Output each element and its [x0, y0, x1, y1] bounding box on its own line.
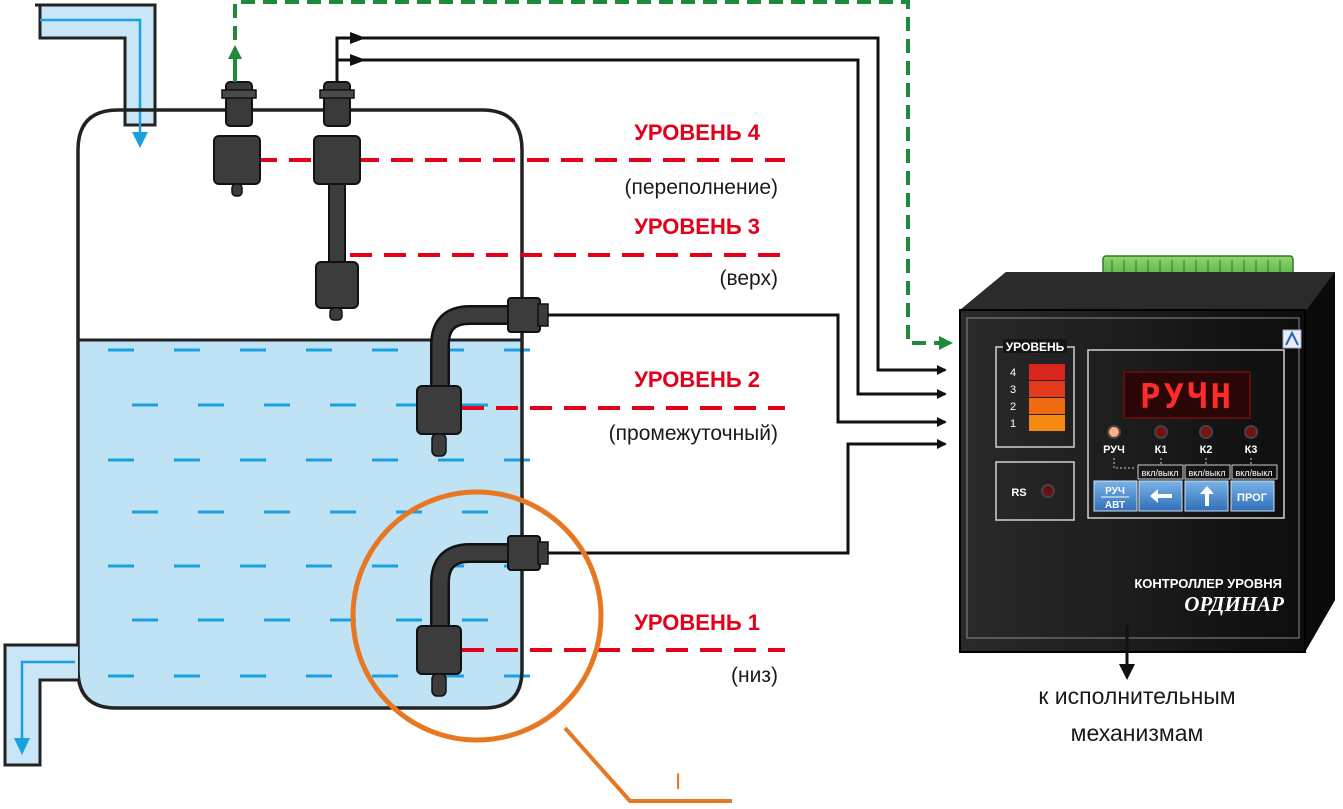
arrow-head: [350, 54, 366, 66]
detail-callout: I: [350, 489, 732, 803]
prog-button[interactable]: ПРОГ: [1230, 480, 1275, 512]
inlet-pipe: [35, 3, 157, 148]
device-name: КОНТРОЛЛЕР УРОВНЯ: [1134, 576, 1282, 591]
output-label-line1: к исполнительным: [1038, 683, 1235, 709]
up-arrow-button[interactable]: [1184, 480, 1229, 512]
level-3-title: УРОВЕНЬ 3: [634, 214, 760, 239]
water-waves: [108, 348, 530, 678]
switch-label: вкл/выкл: [1141, 468, 1178, 478]
indicator-label: К2: [1200, 444, 1213, 456]
sensor-level-3: [313, 81, 361, 321]
rs-led: [1041, 484, 1055, 498]
segment-display: [1123, 371, 1251, 419]
device-model: ОРДИНАР: [1184, 592, 1284, 616]
level-4-title: УРОВЕНЬ 4: [634, 120, 761, 145]
led-k1: [1154, 425, 1168, 439]
output-label-line2: механизмам: [1071, 720, 1204, 746]
level-2-title: УРОВЕНЬ 2: [634, 367, 760, 392]
manual-button-label: РУЧ: [1105, 486, 1125, 497]
left-arrow-icon: [1150, 489, 1172, 503]
level-led-1: [1029, 415, 1065, 431]
detail-mark: I: [675, 769, 681, 794]
green-signal-line: [228, 0, 953, 350]
level-panel-label: УРОВЕНЬ: [1006, 340, 1065, 354]
controller-device: УРОВЕНЬ 4 3 2 1 РУЧН РУЧ К1 К2 К3 вкл/вы…: [959, 255, 1335, 653]
level-number: 3: [1010, 384, 1016, 396]
indicator-label: РУЧ: [1103, 444, 1125, 456]
level-led-3: [1029, 381, 1065, 397]
rs-label: RS: [1011, 487, 1026, 499]
prog-button-label: ПРОГ: [1237, 492, 1268, 504]
sensor-level-2: [416, 297, 549, 457]
manual-auto-button[interactable]: РУЧ АВТ: [1093, 480, 1138, 512]
led-manual: [1107, 425, 1121, 439]
left-arrow-button[interactable]: [1138, 480, 1183, 512]
indicator-label: К1: [1155, 444, 1168, 456]
level-2-subtitle: (промежуточный): [609, 422, 778, 445]
level-1-subtitle: (низ): [731, 664, 778, 687]
switch-label: вкл/выкл: [1188, 468, 1225, 478]
rs-port-frame: [995, 461, 1075, 521]
led-k2: [1199, 425, 1213, 439]
level-number: 4: [1010, 367, 1016, 379]
outlet-pipe: [3, 643, 78, 767]
level-1-title: УРОВЕНЬ 1: [634, 610, 760, 635]
up-arrow-icon: [1200, 486, 1214, 506]
sensor-wires: [335, 36, 947, 555]
level-number: 2: [1010, 401, 1016, 413]
water: [78, 340, 522, 708]
auto-button-label: АВТ: [1105, 500, 1125, 511]
level-labels: УРОВЕНЬ 4 (переполнение) УРОВЕНЬ 3 (верх…: [609, 120, 778, 687]
indicator-label: К3: [1245, 444, 1258, 456]
level-led-2: [1029, 398, 1065, 414]
level-3-subtitle: (верх): [719, 267, 778, 290]
display-text: РУЧН: [1140, 377, 1234, 417]
control-panel-frame: [1087, 349, 1285, 519]
sensor-level-4: [213, 81, 261, 197]
level-led-4: [1029, 364, 1065, 380]
switch-label: вкл/выкл: [1235, 468, 1272, 478]
level-number: 1: [1010, 418, 1016, 430]
output-signal: к исполнительным механизмам: [1038, 625, 1236, 746]
sensor-level-1: [416, 535, 549, 697]
led-k3: [1244, 425, 1258, 439]
arrow-head: [350, 32, 366, 44]
detail-circle: [350, 489, 604, 743]
level-4-subtitle: (переполнение): [624, 176, 778, 199]
